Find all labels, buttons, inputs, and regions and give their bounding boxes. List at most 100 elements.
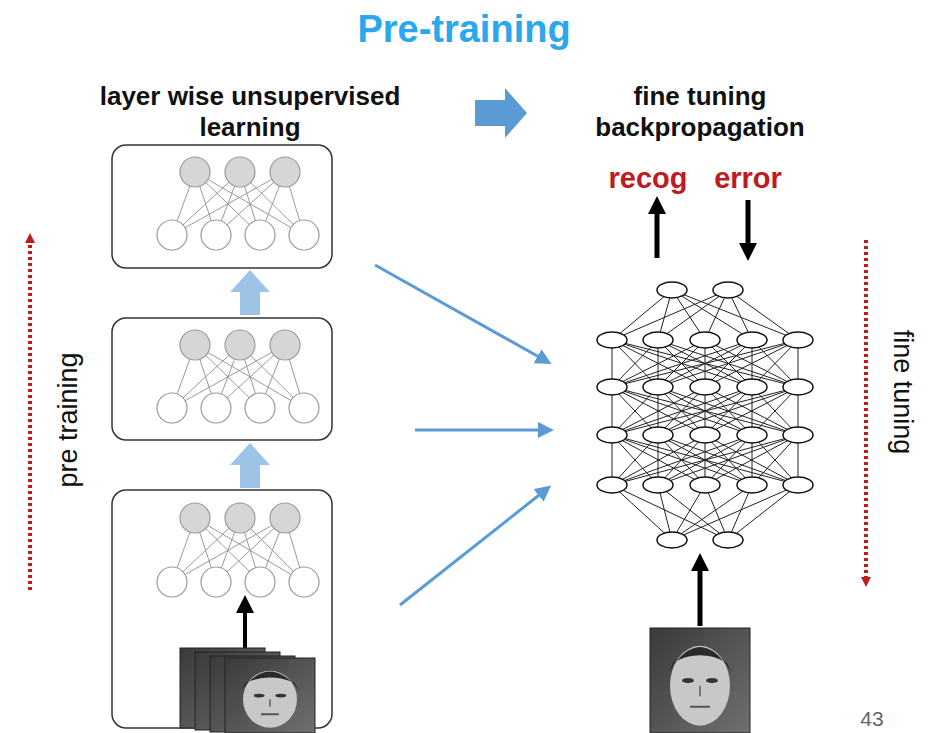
hidden-unit (270, 157, 300, 187)
network-unit (737, 477, 767, 493)
hidden-unit (180, 503, 210, 533)
network-unit (597, 427, 627, 443)
network-unit (783, 379, 813, 395)
hidden-unit (180, 330, 210, 360)
network-unit (643, 379, 673, 395)
network-unit (657, 282, 687, 298)
weight-line (612, 387, 752, 435)
network-unit (643, 477, 673, 493)
face-mouth (690, 706, 710, 708)
face-background (225, 658, 315, 733)
visible-unit (157, 220, 187, 250)
face-nose (699, 686, 701, 697)
network-unit (783, 427, 813, 443)
column-header: layer wise unsupervised learning (85, 81, 415, 143)
hidden-unit (225, 503, 255, 533)
error-label: error (714, 161, 782, 196)
column-header: fine tuning backpropagation (560, 81, 840, 143)
input-arrow (698, 562, 703, 626)
network-unit (657, 532, 687, 548)
transfer-arrow (400, 488, 548, 605)
weight-line (728, 290, 798, 340)
transfer-arrow (415, 429, 550, 432)
network-unit (690, 332, 720, 348)
error-arrow (746, 200, 751, 252)
face-eye (254, 694, 265, 698)
hidden-unit (225, 330, 255, 360)
visible-unit (289, 393, 319, 423)
network-unit (643, 427, 673, 443)
layer-box (112, 145, 332, 268)
network-unit (737, 332, 767, 348)
weight-line (612, 340, 752, 387)
network-unit (737, 427, 767, 443)
visible-unit (245, 220, 275, 250)
weight-line (612, 435, 752, 485)
hidden-unit (180, 157, 210, 187)
hidden-unit (270, 330, 300, 360)
network-unit (713, 532, 743, 548)
layer-box (112, 318, 332, 440)
network-unit (690, 477, 720, 493)
weight-line (728, 485, 798, 540)
weight-line (658, 340, 798, 387)
output-arrow (655, 205, 660, 258)
network-unit (737, 379, 767, 395)
face-eye (275, 694, 286, 698)
network-unit (643, 332, 673, 348)
hidden-unit (270, 503, 300, 533)
face-hair (241, 672, 299, 691)
stack-arrow (230, 270, 270, 315)
finetune-arrow (864, 240, 868, 582)
transfer-arrow (375, 265, 548, 362)
face-background (650, 628, 750, 733)
network-unit (783, 477, 813, 493)
face-skin (243, 671, 297, 728)
weight-line (658, 435, 798, 485)
weight-line (612, 387, 752, 435)
page-number: 43 (860, 706, 883, 731)
network-unit (690, 427, 720, 443)
network-unit (713, 282, 743, 298)
visible-unit (157, 393, 187, 423)
face-eye (682, 678, 694, 683)
visible-unit (289, 567, 319, 597)
visible-unit (201, 393, 231, 423)
face-hair (668, 647, 732, 673)
weight-line (658, 435, 798, 485)
slide-title: Pre-training (357, 7, 570, 53)
output-label: recog (609, 161, 688, 196)
face-mouth (261, 713, 279, 715)
visible-unit (289, 220, 319, 250)
weight-line (658, 340, 798, 387)
network-unit (690, 379, 720, 395)
weight-line (612, 340, 752, 387)
face-skin (670, 646, 730, 726)
pretrain-arrow (28, 238, 32, 590)
axis-label: pre training (52, 352, 84, 487)
weight-line (658, 387, 798, 435)
face-nose (269, 699, 271, 707)
axis-label: fine tuning (887, 330, 919, 455)
weight-line (672, 485, 752, 540)
visible-unit (201, 567, 231, 597)
visible-unit (245, 567, 275, 597)
input-arrow (243, 604, 247, 650)
face-eye (706, 678, 718, 683)
weight-line (658, 387, 798, 435)
network-unit (783, 332, 813, 348)
stack-arrow (230, 443, 270, 488)
network-unit (597, 379, 627, 395)
face-image (225, 658, 315, 733)
weight-line (672, 485, 798, 540)
visible-unit (245, 393, 275, 423)
block-arrow (475, 88, 527, 138)
weight-line (612, 435, 752, 485)
visible-unit (157, 567, 187, 597)
network-unit (597, 332, 627, 348)
hidden-unit (225, 157, 255, 187)
visible-unit (201, 220, 231, 250)
face-image (650, 628, 750, 733)
network-unit (597, 477, 627, 493)
